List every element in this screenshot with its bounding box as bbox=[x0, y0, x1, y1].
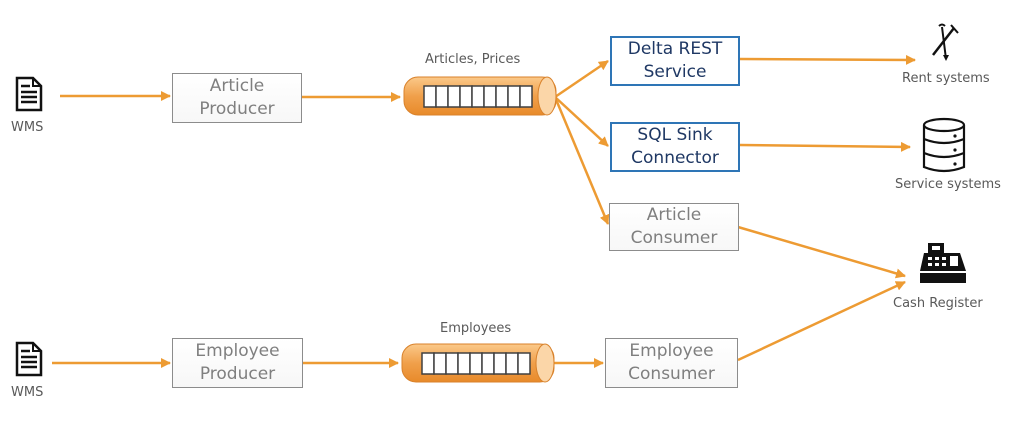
wms-label-bottom: WMS bbox=[11, 385, 44, 400]
delta-rest-service-label: Delta REST Service bbox=[627, 39, 723, 82]
delta-rest-service-box: Delta REST Service bbox=[610, 36, 740, 86]
arrow-topic-to-sql-sink bbox=[554, 96, 609, 147]
employee-producer-box: Employee Producer bbox=[172, 338, 303, 388]
arrow-sql-sink-to-service bbox=[739, 141, 911, 152]
cash-register-label: Cash Register bbox=[893, 296, 983, 311]
topic-queue-articles bbox=[403, 76, 557, 116]
sql-sink-connector-label: SQL Sink Connector bbox=[631, 125, 719, 168]
arrow-delta-rest-to-rent bbox=[739, 54, 916, 65]
employee-consumer-box: Employee Consumer bbox=[605, 338, 738, 388]
wms-label-top: WMS bbox=[11, 120, 44, 135]
arrow-article-consumer-to-cash bbox=[737, 225, 906, 279]
article-producer-label: Article Producer bbox=[199, 76, 275, 119]
employee-consumer-label: Employee Consumer bbox=[628, 341, 715, 384]
topic-queue-employees bbox=[401, 343, 555, 383]
arrow-topic-to-article-consumer bbox=[553, 96, 610, 225]
cash-register-icon bbox=[920, 243, 966, 283]
rent-systems-label: Rent systems bbox=[902, 71, 990, 86]
service-systems-label: Service systems bbox=[895, 177, 1001, 192]
arrow-employee-consumer-to-cash bbox=[737, 280, 906, 362]
employee-producer-label: Employee Producer bbox=[195, 341, 280, 384]
document-icon bbox=[15, 76, 43, 112]
arrow-topic-to-delta-rest bbox=[554, 59, 609, 99]
topic-label-employees: Employees bbox=[440, 321, 512, 336]
article-consumer-label: Article Consumer bbox=[630, 205, 718, 248]
database-icon bbox=[922, 117, 966, 173]
tools-icon bbox=[932, 23, 959, 61]
sql-sink-connector-box: SQL Sink Connector bbox=[610, 122, 740, 172]
topic-label-articles-prices: Articles, Prices bbox=[425, 52, 521, 67]
article-producer-box: Article Producer bbox=[172, 73, 302, 123]
article-consumer-box: Article Consumer bbox=[609, 203, 739, 251]
document-icon bbox=[15, 341, 43, 377]
